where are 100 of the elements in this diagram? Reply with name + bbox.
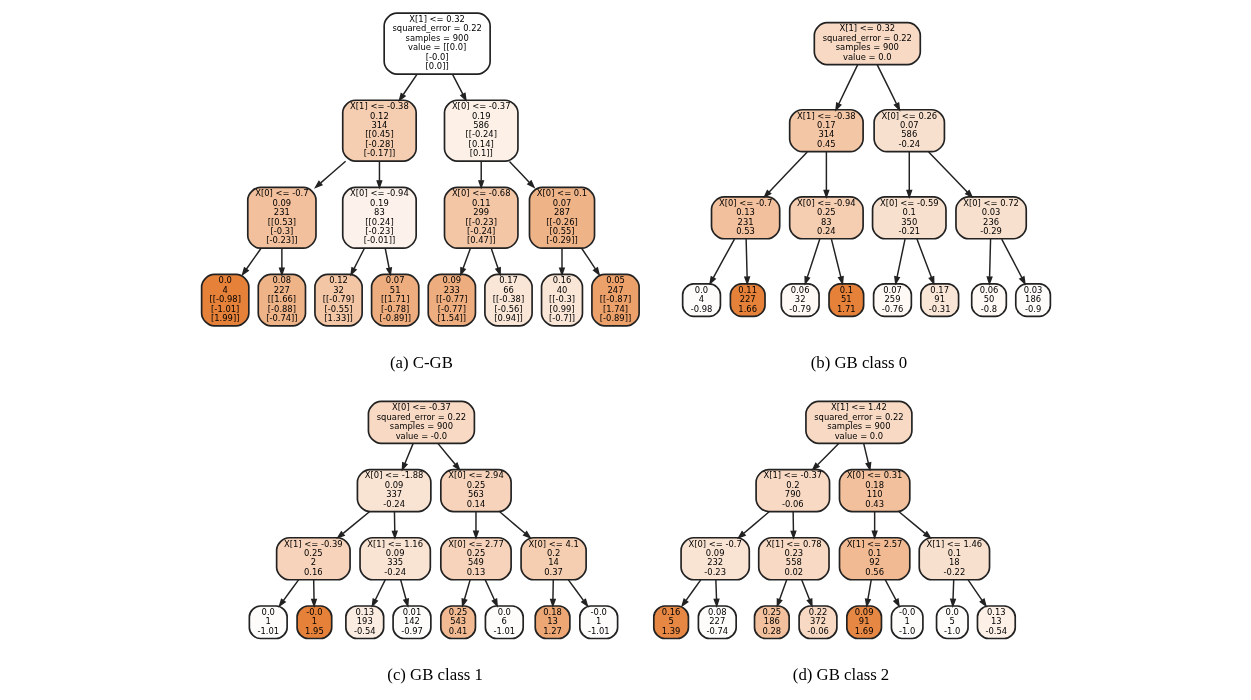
arrow	[391, 510, 398, 540]
arrow	[736, 510, 770, 539]
arrow	[472, 510, 479, 540]
arrow	[762, 150, 808, 198]
arrow	[789, 510, 797, 540]
node-box: X[1] <= -0.38 0.12 314 [[0.45] [-0.28] [-0.17]]	[341, 98, 417, 162]
arrow	[349, 247, 365, 276]
arrow	[949, 578, 956, 608]
node-box: X[0] <= 0.26 0.07 586 -0.24	[872, 108, 945, 153]
arrow	[708, 237, 735, 285]
node-box: 0.01 142 -0.97	[391, 604, 432, 639]
arrow	[884, 578, 900, 608]
arrow	[477, 160, 484, 189]
node-box: 0.17 91 -0.31	[919, 282, 959, 317]
arrow	[277, 578, 299, 607]
arrow	[927, 150, 973, 198]
arrow	[864, 578, 872, 608]
node-box: X[0] <= 0.31 0.18 110 0.43	[838, 468, 911, 512]
arrow	[484, 578, 498, 608]
node-box: X[0] <= -1.88 0.09 337 -0.24	[356, 468, 432, 512]
node-box: 0.06 32 -0.79	[779, 282, 820, 317]
arrow	[810, 442, 839, 471]
node-box: 0.0 6 -1.01	[484, 604, 524, 639]
node-box: X[1] <= 0.32 squared_error = 0.22 samples = 900 value = [[0.0] [-0.0] [0.0]]	[382, 11, 491, 75]
node-box: X[0] <= 4.1 0.2 14 0.37	[519, 536, 587, 581]
arrow	[567, 578, 589, 607]
node-box: X[0] <= -0.7 0.13 231 0.53	[710, 195, 781, 240]
node-box: X[1] <= 0.32 squared_error = 0.22 samples = 900 value = 0.0	[813, 21, 921, 65]
arrow	[508, 160, 535, 189]
node-box: 0.09 233 [[-0.77] [-0.77] [1.54]]	[426, 273, 476, 327]
arrow	[451, 73, 467, 102]
node-box: 0.0 4 [[-0.98] [-1.01] [1.99]]	[200, 273, 250, 327]
arrow	[830, 237, 844, 286]
arrow	[399, 578, 409, 608]
arrow	[712, 578, 720, 608]
arrow	[240, 247, 262, 276]
node-box: X[1] <= 0.78 0.23 558 0.02	[757, 536, 830, 581]
node-box: 0.13 193 -0.54	[344, 604, 384, 639]
arrow	[834, 63, 858, 112]
node-box: X[1] <= -0.37 0.2 790 -0.06	[754, 468, 830, 512]
node-box: X[0] <= -0.7 0.09 231 [[0.53] [-0.3] [-0.23]]	[246, 186, 317, 249]
label: (a) C-GB	[389, 352, 453, 372]
node-box: 0.22 372 -0.06	[797, 604, 838, 639]
node-box: 0.0 4 -0.98	[681, 282, 721, 317]
arrow	[915, 237, 935, 285]
node-box: X[1] <= 1.16 0.09 335 -0.24	[358, 536, 431, 581]
arrow	[905, 150, 912, 199]
arrow	[370, 578, 386, 608]
node-box: X[0] <= -0.94 0.25 83 0.24	[788, 195, 864, 240]
node-box: 0.13 13 -0.54	[976, 604, 1016, 639]
arrow	[893, 237, 906, 286]
arrow	[375, 160, 383, 189]
node-box: X[1] <= 2.57 0.1 92 0.56	[838, 536, 911, 581]
node-box: 0.07 51 [[1.71] [-0.78] [-0.89]]	[370, 273, 420, 327]
node-box: 0.08 227 -0.74	[697, 604, 737, 639]
arrow	[897, 510, 932, 539]
arrow	[680, 578, 701, 608]
arrow	[397, 73, 418, 102]
arrow	[876, 63, 900, 112]
node-box: 0.12 32 [[-0.79] [-0.55] [1.33]]	[313, 273, 363, 327]
arrow	[401, 442, 414, 471]
node-box: 0.0 1 -1.01	[248, 604, 288, 639]
arrow	[800, 578, 813, 608]
arrow	[549, 578, 556, 608]
node-box: X[1] <= 1.42 squared_error = 0.22 samples = 900 value = 0.0	[804, 400, 913, 444]
arrow	[985, 237, 993, 286]
node-box: X[1] <= 1.46 0.1 18 -0.22	[917, 536, 990, 581]
node-box: -0.0 1 -1.01	[578, 604, 618, 639]
node-box: 0.17 66 [[-0.38] [-0.56] [0.94]]	[483, 273, 533, 327]
node-box: X[0] <= -0.37 0.19 586 [[-0.24] [0.14] [0.1]]	[443, 98, 519, 162]
arrow	[558, 247, 565, 277]
arrow	[966, 578, 987, 608]
node-box: X[0] <= -0.37 squared_error = 0.22 samples = 900 value = -0.0	[367, 400, 475, 444]
node-box: X[0] <= -0.68 0.11 299 [[-0.23] [-0.24] [0.47]]	[443, 186, 519, 249]
arrow	[870, 510, 878, 540]
arrow	[459, 247, 471, 276]
arrow	[461, 578, 471, 608]
arrow	[490, 247, 501, 277]
label: (c) GB class 1	[386, 664, 483, 684]
arrow	[822, 150, 830, 199]
node-box: X[0] <= -0.7 0.09 232 -0.23	[679, 536, 750, 581]
arrow	[776, 578, 787, 608]
label: (d) GB class 2	[792, 664, 889, 684]
arrow	[278, 247, 285, 277]
arrow	[313, 160, 346, 189]
node-box: X[0] <= 2.94 0.25 563 0.14	[439, 468, 512, 512]
node-box: 0.08 227 [[1.66] [-0.88] [-0.74]]	[256, 273, 306, 327]
arrow	[1000, 237, 1026, 285]
arrow	[310, 578, 317, 608]
arrow	[335, 510, 370, 539]
node-box: X[0] <= -0.59 0.1 350 -0.21	[871, 195, 947, 240]
arrow	[384, 247, 392, 277]
arrow	[498, 510, 532, 539]
node-box: X[1] <= -0.39 0.25 2 0.16	[275, 536, 351, 581]
arrow	[436, 442, 461, 471]
arrow	[743, 237, 750, 286]
node-box: 0.16 40 [[-0.3] [0.99] [-0.7]]	[540, 273, 583, 327]
arrow	[803, 237, 820, 286]
label: (b) GB class 0	[810, 352, 907, 372]
node-box: X[1] <= -0.38 0.17 314 0.45	[788, 108, 864, 153]
